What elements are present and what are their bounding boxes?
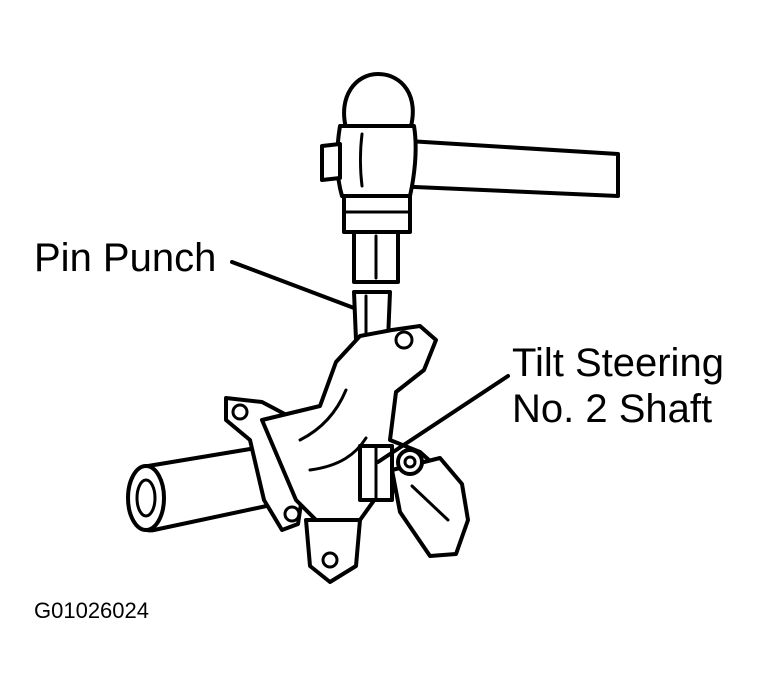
tilt-steering-shaft-label: Tilt Steering No. 2 Shaft [512,340,724,432]
hammer-head-side [320,142,342,182]
steering-tube-bore [135,478,157,518]
hammer-head-top [342,72,415,132]
hammer [320,72,620,284]
tilt-steering-label-line-1: Tilt Steering [512,341,724,385]
lever-bushing-hole [403,455,417,469]
lower-bracket [304,518,362,584]
pin-punch-label: Pin Punch [34,236,217,280]
pin-punch-leader [230,260,356,310]
hammer-collar [342,194,412,234]
hammer-highlight [359,132,364,188]
steering-yoke-assembly [126,324,470,584]
lever-bushing [396,448,424,476]
tilt-lever [390,456,470,558]
yoke-ear-hole [394,330,414,350]
mount-hole-top [231,403,249,421]
hammer-head-body [335,124,418,198]
mount-hole-bottom [283,505,301,523]
steering-tube-end [126,464,166,532]
tilt-steering-label-line-2: No. 2 Shaft [512,387,713,431]
yoke-contour-2 [308,436,368,472]
figure-id: G01026024 [34,598,149,623]
tilt-shaft-leader [376,374,510,464]
lower-bracket-hole [321,551,339,569]
tilt-lever-edge [410,484,450,522]
yoke-contour-1 [298,388,348,442]
hammer-handle [390,138,620,198]
